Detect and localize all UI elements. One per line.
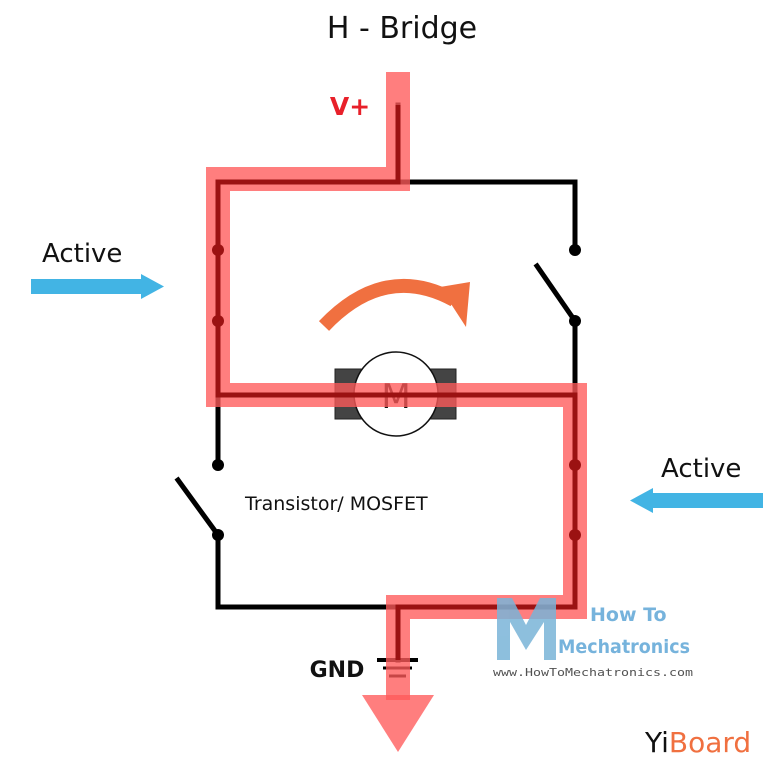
htm-line2: Mechatronics xyxy=(558,636,690,658)
switch-top-right-contact-lower xyxy=(569,315,581,327)
switch-bottom-right-contact-lower xyxy=(569,529,581,541)
switch-bottom-right-contact-upper xyxy=(569,459,581,471)
switch-top-left-contact-upper xyxy=(212,244,224,256)
htm-logo-icon xyxy=(497,598,556,660)
supply-label: V+ xyxy=(330,92,370,121)
current-path-wire xyxy=(215,105,578,660)
htm-url: www.HowToMechatronics.com xyxy=(493,666,693,679)
left-active-label: Active xyxy=(42,239,122,269)
current-path-highlight xyxy=(206,72,587,752)
brand-prefix: Yi xyxy=(644,726,669,759)
switch-top-right-blade xyxy=(533,262,579,325)
switch-label: Transistor/ MOSFET xyxy=(244,493,428,515)
switch-top-left-contact-lower xyxy=(212,315,224,327)
switch-bottom-left-contact-upper xyxy=(212,459,224,471)
diagram-title: H - Bridge xyxy=(327,11,477,46)
htm-line1: How To xyxy=(590,604,667,626)
right-active-arrow-icon xyxy=(630,488,763,513)
rotation-arrow-icon xyxy=(318,278,470,331)
yiboard-logo: YiBoard xyxy=(644,726,751,759)
switch-bottom-left-contact-lower xyxy=(212,529,224,541)
howtomechatronics-watermark: How To Mechatronics www.HowToMechatronic… xyxy=(493,598,693,679)
brand-suffix: Board xyxy=(669,726,751,759)
current-flow-arrowhead-icon xyxy=(362,695,434,752)
right-active-label: Active xyxy=(661,454,741,484)
switch-top-right-contact-upper xyxy=(569,244,581,256)
yiboard-text: YiBoard xyxy=(644,726,751,759)
ground-label: GND xyxy=(310,658,365,683)
switch-bottom-left-blade xyxy=(174,476,222,539)
left-active-arrow-icon xyxy=(31,274,164,299)
